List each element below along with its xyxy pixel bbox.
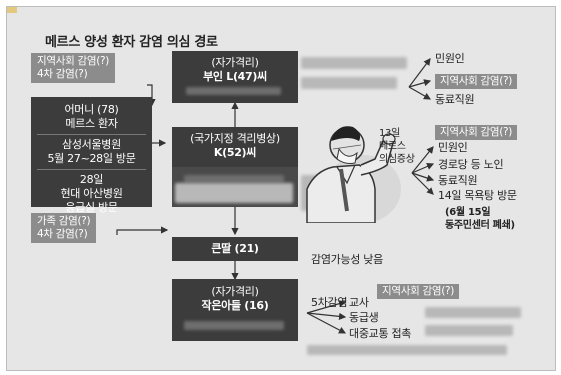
redacted-text	[186, 87, 281, 95]
community-infection-tag: 지역사회 감염(?) 4차 감염(?)	[31, 53, 116, 83]
daughter-name: 큰딸 (21)	[211, 242, 259, 255]
redacted-text	[301, 77, 397, 89]
son-note: 5차감염	[311, 296, 348, 309]
mother-visit-line: 삼성서울병원	[62, 138, 121, 151]
patient-contacts-tag: 지역사회 감염(?)	[435, 125, 518, 140]
redacted-text	[307, 345, 507, 355]
family-tag-line: 가족 감염(?)	[37, 215, 91, 227]
closure-note-line: (6월 15일	[445, 207, 491, 218]
mother-name: 어머니 (78)	[64, 103, 119, 116]
family-infection-tag: 가족 감염(?) 4차 감염(?)	[31, 213, 97, 243]
symptom-label-line: 메르스	[379, 141, 406, 152]
closure-note-line: 동주민센터 폐쇄)	[445, 220, 515, 231]
patient-status: (국가지정 격리병상)	[190, 132, 280, 145]
family-tag-line: 4차 감염(?)	[37, 228, 88, 240]
corner-mark	[7, 7, 17, 13]
patient-name: K(52)씨	[213, 146, 257, 159]
patient-contact-item: 동료직원	[438, 174, 478, 187]
symptom-label-line: 의심증상	[379, 154, 415, 165]
mother-visit-line: 응급실 방문	[65, 201, 118, 214]
wife-contact-item: 동료직원	[435, 93, 475, 106]
redacted-text	[301, 57, 407, 69]
mother-visit-line: 현대 아산병원	[60, 187, 123, 200]
son-contact-item: 동급생	[349, 311, 379, 324]
patient-illustration	[306, 126, 401, 223]
patient-contact-item: 민원인	[438, 141, 468, 154]
symptom-label: 13일 메르스 의심증상	[379, 127, 415, 166]
wife-name: 부인 L(47)씨	[203, 70, 267, 83]
patient-contact-item: 14일 목욕탕 방문	[438, 189, 517, 202]
son-status: (자가격리)	[211, 285, 259, 298]
daughter-note: 감염가능성 낮음	[311, 253, 383, 266]
community-tag-line: 지역사회 감염(?)	[37, 55, 110, 67]
box-divider	[37, 134, 146, 135]
wife-contact-item: 민원인	[435, 52, 465, 65]
son-contact-item: 대중교통 접촉	[349, 327, 412, 340]
closure-note: (6월 15일 동주민센터 폐쇄)	[445, 206, 515, 232]
son-name: 작은아들 (16)	[201, 299, 269, 312]
redacted-text	[175, 183, 293, 203]
community-tag-line: 4차 감염(?)	[37, 68, 88, 80]
mother-visit-line: 28일	[79, 173, 104, 186]
box-divider	[37, 169, 146, 170]
son-contact-item: 교사	[349, 296, 369, 309]
mother-box: 어머니 (78) 메르스 환자 삼성서울병원 5월 27~28일 방문 28일 …	[31, 97, 152, 214]
patient-contact-item: 경로당 등 노인	[438, 158, 504, 171]
daughter-box: 큰딸 (21)	[172, 237, 298, 261]
mother-visit-line: 5월 27~28일 방문	[47, 152, 136, 165]
diagram-title: 메르스 양성 환자 감염 의심 경로	[45, 35, 218, 50]
redacted-text	[184, 175, 284, 183]
redacted-text	[425, 325, 513, 336]
son-contacts-tag: 지역사회 감염(?)	[377, 284, 460, 299]
wife-status: (자가격리)	[211, 56, 259, 69]
symptom-date: 13일	[379, 128, 401, 139]
son-box: (자가격리) 작은아들 (16)	[172, 279, 298, 341]
wife-box: (자가격리) 부인 L(47)씨	[172, 51, 298, 103]
redacted-text	[425, 307, 521, 318]
mother-role: 메르스 환자	[65, 117, 118, 130]
wife-contact-tag: 지역사회 감염(?)	[435, 74, 518, 89]
patient-box: (국가지정 격리병상) K(52)씨	[172, 127, 298, 167]
diagram-frame: 메르스 양성 환자 감염 의심 경로	[6, 6, 556, 371]
redacted-text	[184, 321, 284, 330]
